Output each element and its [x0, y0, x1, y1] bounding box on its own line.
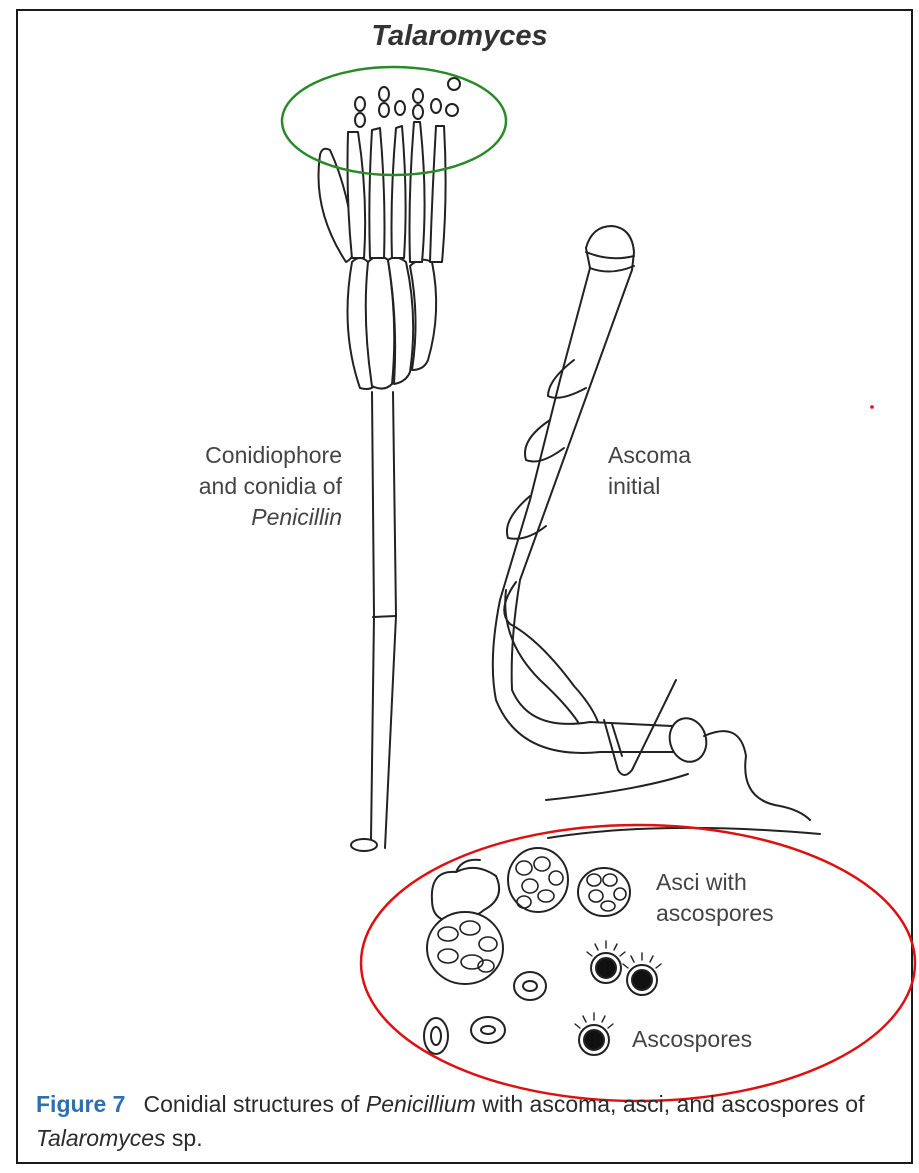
asci-illustration: [424, 848, 630, 1054]
ascospores-label: Ascospores: [632, 1024, 752, 1055]
figure-label: Figure 7: [36, 1091, 125, 1117]
ascoma-initial-illustration: [493, 226, 820, 838]
red-dot-mark: [870, 405, 874, 409]
conidiophore-label: Conidiophore and conidia of Penicillin: [147, 440, 342, 533]
ascoma-initial-label: Ascoma initial: [608, 440, 691, 502]
asci-label: Asci with ascospores: [656, 867, 774, 929]
